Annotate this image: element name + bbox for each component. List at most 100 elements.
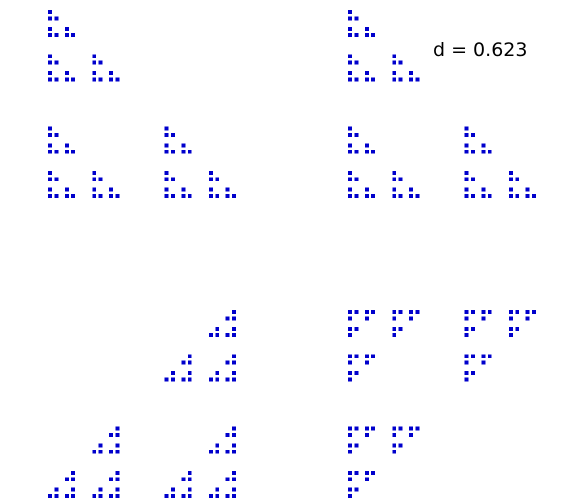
dust-point [170, 194, 175, 198]
dust-point [464, 187, 469, 192]
dust-point [392, 333, 397, 338]
dust-point [225, 432, 230, 437]
dust-point [115, 426, 120, 431]
dust-point [54, 77, 59, 82]
dust-point [164, 177, 169, 182]
dust-point [470, 354, 475, 359]
dust-point [232, 316, 236, 321]
dust-point [54, 494, 59, 498]
dust-point [208, 194, 213, 198]
dust-point [354, 470, 359, 475]
dust-point [364, 470, 369, 475]
dust-point [225, 377, 230, 382]
dust-point [371, 77, 376, 82]
dust-point [481, 354, 486, 359]
dust-point [170, 132, 175, 137]
dust-point [392, 194, 397, 198]
dust-point [364, 77, 369, 82]
dust-point [225, 194, 230, 198]
dust-point [181, 187, 186, 192]
dust-point [348, 310, 352, 314]
dust-point [164, 377, 169, 382]
dust-point [215, 377, 220, 382]
dust-point [487, 354, 492, 359]
dust-point [348, 494, 352, 498]
dust-point [115, 477, 120, 482]
dust-point [348, 170, 352, 175]
dust-point [54, 149, 59, 154]
dust-point [364, 432, 369, 437]
dust-point [354, 487, 359, 492]
dust-point [225, 449, 230, 454]
dust-point [71, 487, 76, 492]
dust-point [481, 187, 486, 192]
dust-point [225, 360, 230, 365]
dust-point [232, 494, 236, 498]
dust-point [64, 77, 69, 82]
dust-point [392, 187, 397, 192]
dust-point [48, 494, 52, 498]
dust-point [348, 477, 352, 482]
dust-point [525, 187, 530, 192]
dust-point [364, 194, 369, 198]
dust-point [115, 194, 120, 198]
dust-point [354, 132, 359, 137]
dust-point [92, 60, 97, 65]
dust-point [398, 443, 403, 448]
dust-point [225, 187, 230, 192]
dust-point [208, 177, 213, 182]
dust-point [508, 326, 513, 331]
dust-point [208, 449, 213, 454]
dust-point [508, 333, 513, 338]
dust-point [348, 333, 352, 338]
dust-point [187, 149, 192, 154]
dust-point [415, 77, 420, 82]
dust-point [515, 194, 520, 198]
dust-point [48, 126, 52, 131]
dust-point [109, 494, 114, 498]
dust-point [525, 194, 530, 198]
dust-point [64, 143, 69, 148]
dust-point [164, 132, 169, 137]
dust-point [208, 170, 213, 175]
dust-point [364, 316, 369, 321]
dust-point [470, 132, 475, 137]
dust-point [392, 77, 397, 82]
dust-point [164, 126, 169, 131]
dust-point [232, 426, 236, 431]
dust-point [348, 377, 352, 382]
dust-point [54, 487, 59, 492]
dust-point [525, 316, 530, 321]
dust-point [64, 494, 69, 498]
dust-point [187, 470, 192, 475]
dust-point [409, 187, 414, 192]
dust-point [208, 333, 213, 338]
dust-point [470, 310, 475, 314]
dust-point [348, 354, 352, 359]
dust-point [392, 54, 397, 59]
dust-point [409, 194, 414, 198]
dust-point [215, 487, 220, 492]
dust-point [348, 33, 352, 38]
dust-point [354, 194, 359, 198]
dust-point [354, 326, 359, 331]
dust-point [92, 449, 97, 454]
dust-point [354, 443, 359, 448]
dust-point [208, 187, 213, 192]
dust-point [181, 377, 186, 382]
dust-point [187, 494, 192, 498]
dust-point [392, 449, 397, 454]
dust-point [348, 71, 352, 76]
dust-point [409, 77, 414, 82]
dust-point [464, 149, 469, 154]
dust-point [98, 494, 103, 498]
dust-point [392, 71, 397, 76]
dust-point [92, 194, 97, 198]
dust-point [64, 26, 69, 31]
dust-point [532, 194, 536, 198]
dust-point [64, 477, 69, 482]
dust-point [415, 310, 420, 314]
dust-point [508, 316, 513, 321]
dust-point [392, 316, 397, 321]
dust-point [232, 377, 236, 382]
